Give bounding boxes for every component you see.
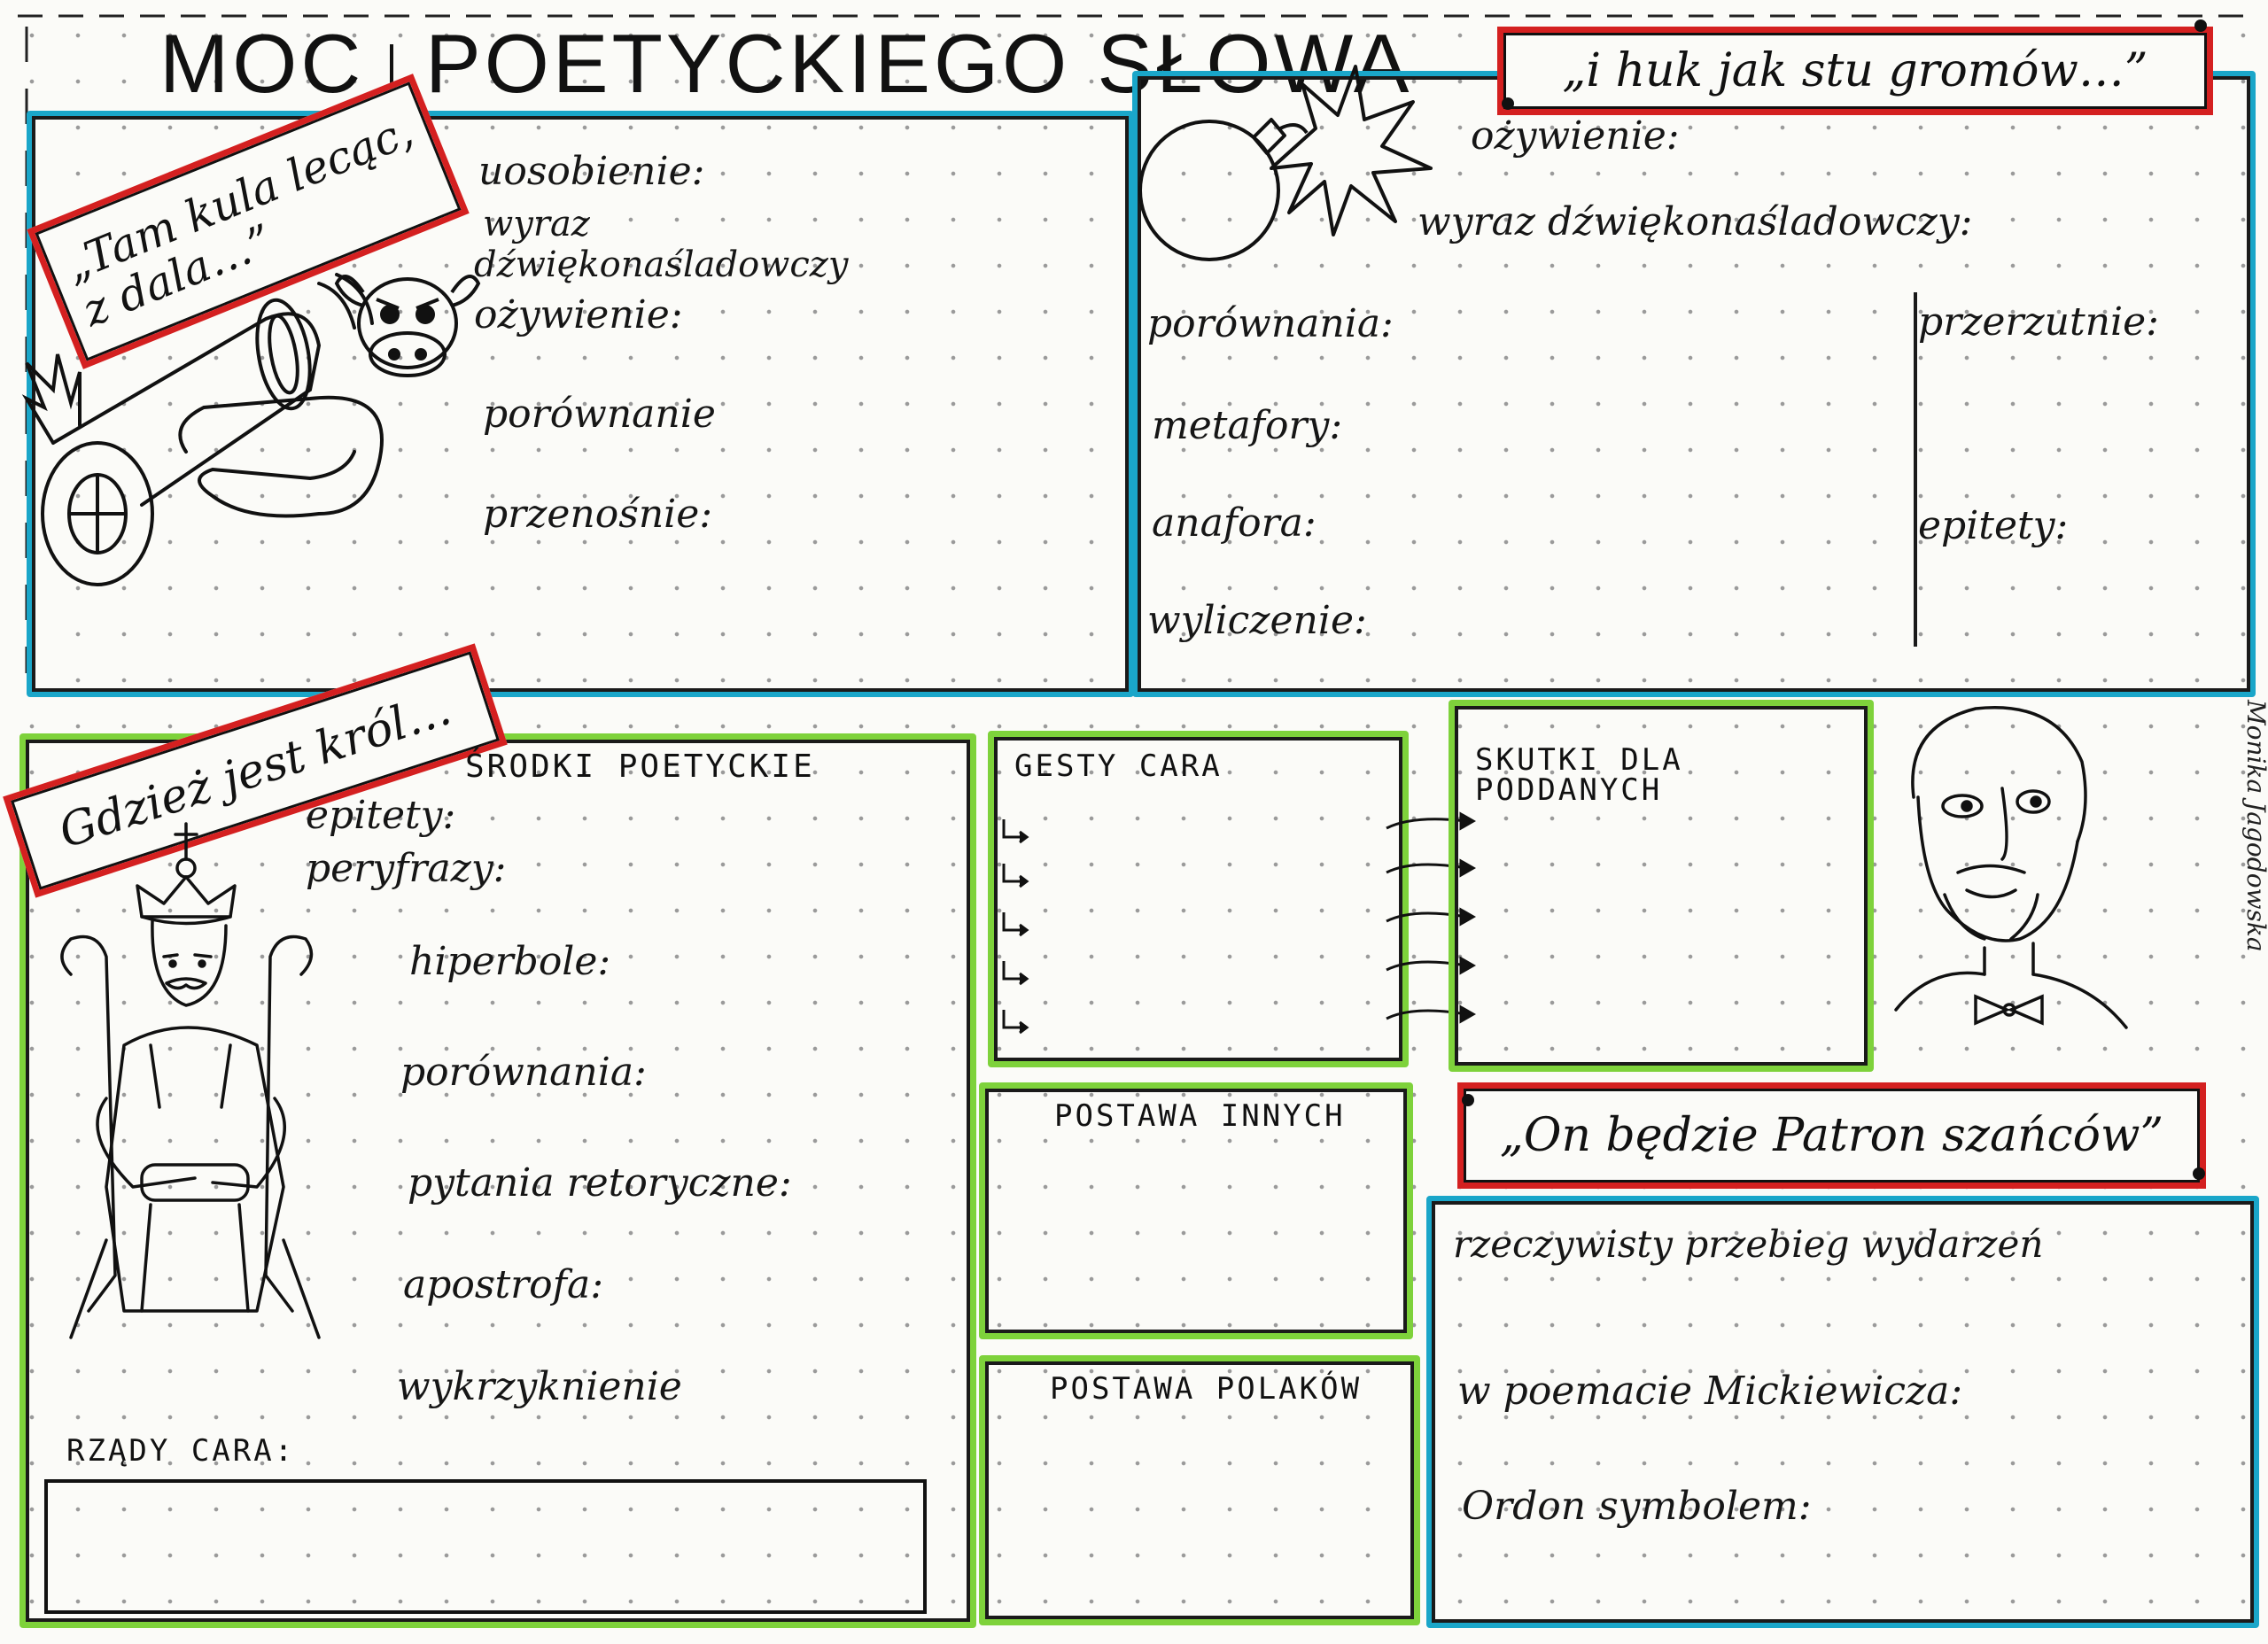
man-portrait-drawing-icon bbox=[1894, 706, 2128, 1029]
page-title-rest: POETYCKIEGO SŁOWA bbox=[425, 17, 1413, 110]
label-wyraz-dzwiekonasladowczy: wyraz dźwiękonaśladowczy: bbox=[1418, 199, 1973, 244]
gesty-cara-box bbox=[988, 731, 1409, 1067]
postawa-polakow-box bbox=[979, 1355, 1420, 1625]
label-hiperbole: hiperbole: bbox=[409, 939, 611, 984]
label-wyraz: wyraz bbox=[483, 204, 590, 244]
label-porownanie: porównanie bbox=[483, 392, 716, 437]
label-przerzutnie: przerzutnie: bbox=[1918, 299, 2159, 345]
pin bbox=[1462, 1094, 1474, 1106]
arrow-bullets bbox=[1002, 819, 1029, 1035]
label-ozywienie-2: ożywienie: bbox=[1471, 113, 1680, 159]
label-przenosnie: przenośnie: bbox=[483, 492, 713, 537]
rzady-cara-answer-box bbox=[44, 1479, 927, 1614]
label-rzady-cara: RZĄDY CARA: bbox=[66, 1433, 296, 1469]
tsar-on-throne-drawing-icon bbox=[60, 822, 321, 1339]
heading-skutki-line1: SKUTKI DLA bbox=[1475, 742, 1683, 778]
label-wykrzyknienie: wykrzyknienie bbox=[397, 1364, 682, 1409]
connector-arrows bbox=[1386, 811, 1477, 1024]
label-rzeczywisty-przebieg: rzeczywisty przebieg wydarzeń bbox=[1453, 1222, 2044, 1266]
bull-head-drawing-icon bbox=[334, 275, 481, 377]
page-title-moc: MOC bbox=[159, 17, 365, 110]
heading-skutki-line2: PODDANYCH bbox=[1475, 772, 1663, 808]
bomb-explosion-drawing-icon bbox=[1138, 65, 1433, 261]
label-uosobienie: uosobienie: bbox=[478, 149, 705, 194]
label-pytania-retoryczne: pytania retoryczne: bbox=[408, 1160, 792, 1206]
cannon-drawing-icon bbox=[21, 273, 384, 586]
banner-patron-szancow: „On będzie Patron szańców” bbox=[1457, 1082, 2206, 1189]
signature: Monika Jagodowska bbox=[2241, 700, 2268, 952]
pin bbox=[2193, 1167, 2205, 1180]
heading-postawa-innych: POSTAWA INNYCH bbox=[1054, 1098, 1346, 1134]
label-metafory: metafory: bbox=[1152, 403, 1343, 448]
skutki-box bbox=[1449, 700, 1874, 1072]
section-patron-frame bbox=[1426, 1196, 2259, 1628]
label-epitety: epitety: bbox=[306, 793, 456, 838]
pin bbox=[2194, 19, 2207, 32]
pin bbox=[1502, 97, 1514, 110]
label-peryfrazy: peryfrazy: bbox=[306, 846, 507, 891]
label-w-poemacie: w poemacie Mickiewicza: bbox=[1457, 1369, 1963, 1414]
column-divider bbox=[1914, 292, 1917, 647]
banner-huk-gromow: „i huk jak stu gromów…” bbox=[1497, 27, 2213, 115]
label-epitety-2: epitety: bbox=[1918, 503, 2069, 548]
heading-postawa-polakow: POSTAWA POLAKÓW bbox=[1050, 1371, 1363, 1407]
label-anafora: anafora: bbox=[1152, 500, 1317, 546]
label-porownania-3: porównania: bbox=[400, 1050, 647, 1095]
postawa-innych-box bbox=[979, 1082, 1413, 1339]
label-dzwiekonasladowczy: dźwiękonaśladowczy bbox=[474, 244, 849, 285]
title-divider bbox=[390, 44, 393, 106]
label-ordon-symbolem: Ordon symbolem: bbox=[1462, 1484, 1812, 1529]
heading-gesty-cara: GESTY CARA bbox=[1014, 748, 1223, 784]
label-wyliczenie: wyliczenie: bbox=[1147, 598, 1367, 643]
heading-srodki-poetyckie: ŚRODKI POETYCKIE bbox=[465, 748, 815, 785]
label-ozywienie: ożywienie: bbox=[474, 292, 683, 337]
label-apostrofa: apostrofa: bbox=[403, 1262, 604, 1307]
top-dashed-border bbox=[18, 14, 2250, 18]
label-porownania: porównania: bbox=[1147, 301, 1394, 346]
